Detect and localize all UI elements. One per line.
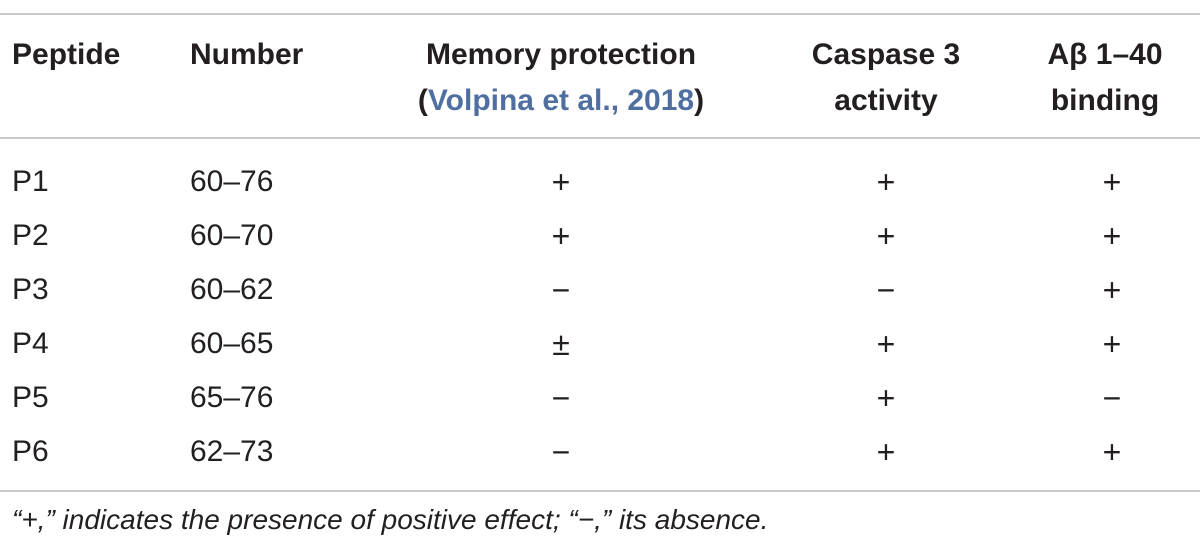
table-row: P4 60–65 ± + + (0, 317, 1200, 371)
cell-number: 60–65 (190, 327, 274, 360)
cell-caspase: + (876, 434, 896, 470)
cell-memory: − (551, 380, 571, 416)
table-row: P3 60–62 − − + (0, 263, 1200, 317)
cell-peptide: P1 (12, 165, 49, 198)
cell-number: 60–70 (190, 219, 274, 252)
cell-memory: − (551, 434, 571, 470)
cell-caspase: + (876, 380, 896, 416)
cell-memory: + (551, 218, 571, 254)
bottom-rule (0, 490, 1200, 492)
cell-abeta: + (1102, 164, 1122, 200)
header-abeta-binding: Aβ 1–40 binding (1010, 32, 1200, 124)
table-row: P5 65–76 − + − (0, 371, 1200, 425)
header-memory-protection: Memory protection (Volpina et al., 2018) (386, 32, 736, 124)
table-row: P1 60–76 + + + (0, 155, 1200, 209)
header-peptide-label: Peptide (12, 38, 121, 71)
cell-number: 60–76 (190, 165, 274, 198)
table-row: P2 60–70 + + + (0, 209, 1200, 263)
header-abeta-line1: Aβ 1–40 (1047, 38, 1163, 71)
cell-memory: + (551, 164, 571, 200)
cell-peptide: P6 (12, 435, 49, 468)
cell-caspase: + (876, 218, 896, 254)
cell-number: 62–73 (190, 435, 274, 468)
cell-peptide: P5 (12, 381, 49, 414)
cell-caspase: + (876, 326, 896, 362)
header-rule (0, 137, 1200, 139)
cell-peptide: P2 (12, 219, 49, 252)
header-caspase-line2: activity (834, 84, 938, 117)
header-caspase-line1: Caspase 3 (811, 38, 961, 71)
cell-abeta: + (1102, 434, 1122, 470)
cell-abeta: − (1102, 380, 1122, 416)
close-paren: ) (694, 84, 705, 117)
header-abeta-line2: binding (1050, 84, 1160, 117)
table-row: P6 62–73 − + + (0, 425, 1200, 479)
header-memory-line1: Memory protection (425, 38, 697, 71)
cell-memory: − (551, 272, 571, 308)
cell-peptide: P4 (12, 327, 49, 360)
header-number-label: Number (190, 38, 304, 71)
citation-link[interactable]: Volpina et al., 2018 (427, 84, 695, 117)
header-number: Number (190, 32, 303, 78)
cell-abeta: + (1102, 326, 1122, 362)
header-caspase-activity: Caspase 3 activity (786, 32, 986, 124)
header-memory-line2: (Volpina et al., 2018) (386, 78, 736, 124)
cell-number: 65–76 (190, 381, 274, 414)
header-peptide: Peptide (12, 32, 120, 78)
table-footnote: “+,” indicates the presence of positive … (12, 504, 769, 535)
cell-peptide: P3 (12, 273, 49, 306)
cell-memory: ± (552, 326, 570, 362)
cell-caspase: + (876, 164, 896, 200)
cell-number: 60–62 (190, 273, 274, 306)
top-rule (0, 13, 1200, 15)
cell-caspase: − (876, 272, 896, 308)
cell-abeta: + (1102, 218, 1122, 254)
open-paren: ( (417, 84, 428, 117)
cell-abeta: + (1102, 272, 1122, 308)
